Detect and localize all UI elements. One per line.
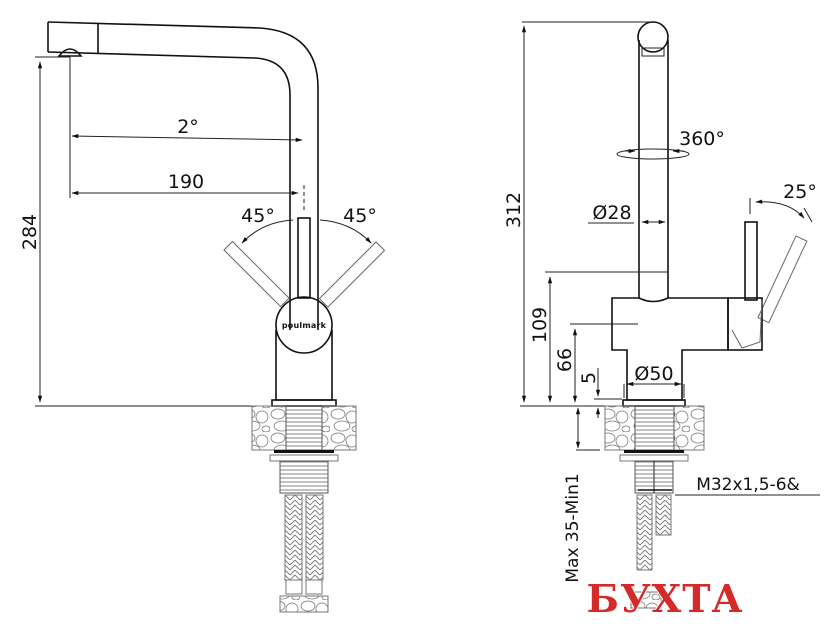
front-spout — [47, 21, 319, 330]
front-view: 284 2° 190 45° 45° poulmark — [19, 21, 386, 613]
side-tube — [637, 21, 669, 298]
outlet-height-label: 66 — [554, 348, 576, 372]
front-height-dimension: 284 — [19, 56, 275, 407]
side-tube-diameter: Ø28 — [588, 202, 666, 225]
rotation-label: 360° — [679, 128, 725, 150]
front-body: poulmark — [271, 296, 337, 407]
side-handle: 25° — [744, 181, 817, 324]
handle-right-angle-label: 45° — [343, 205, 377, 227]
side-view: 312 360° Ø28 25° — [503, 21, 820, 609]
side-body — [611, 297, 763, 407]
countertop-thickness-label: Max 35-Min1 — [563, 473, 583, 582]
front-reach-dimension: 190 — [71, 171, 305, 210]
body-height-label: 109 — [529, 307, 551, 343]
tube-diameter-label: Ø28 — [592, 202, 631, 224]
watermark-logo: БУХТА — [586, 576, 743, 621]
side-rotation: 360° — [616, 128, 725, 160]
base-height-label: 5 — [578, 372, 600, 384]
front-angle-dimension: 2° — [69, 57, 303, 198]
countertop-dimension: Max 35-Min1 — [563, 407, 601, 583]
side-mounting — [604, 405, 705, 609]
height-284-label: 284 — [19, 214, 41, 250]
thread-spec-label: M32x1,5-6& — [696, 475, 800, 495]
side-body-dimensions: 109 66 5 Ø50 — [529, 271, 685, 403]
height-312-label: 312 — [503, 192, 525, 228]
brand-logo: poulmark — [282, 321, 327, 330]
base-diameter-label: Ø50 — [634, 363, 673, 385]
spout-angle-label: 2° — [177, 116, 199, 138]
front-mounting — [251, 405, 357, 613]
thread-callout: M32x1,5-6& — [638, 475, 820, 496]
handle-tilt-label: 25° — [783, 181, 817, 203]
spout-reach-label: 190 — [168, 171, 204, 193]
handle-left-angle-label: 45° — [241, 205, 275, 227]
front-handle: 45° 45° — [223, 205, 386, 308]
side-height-dimension: 312 — [503, 21, 650, 407]
